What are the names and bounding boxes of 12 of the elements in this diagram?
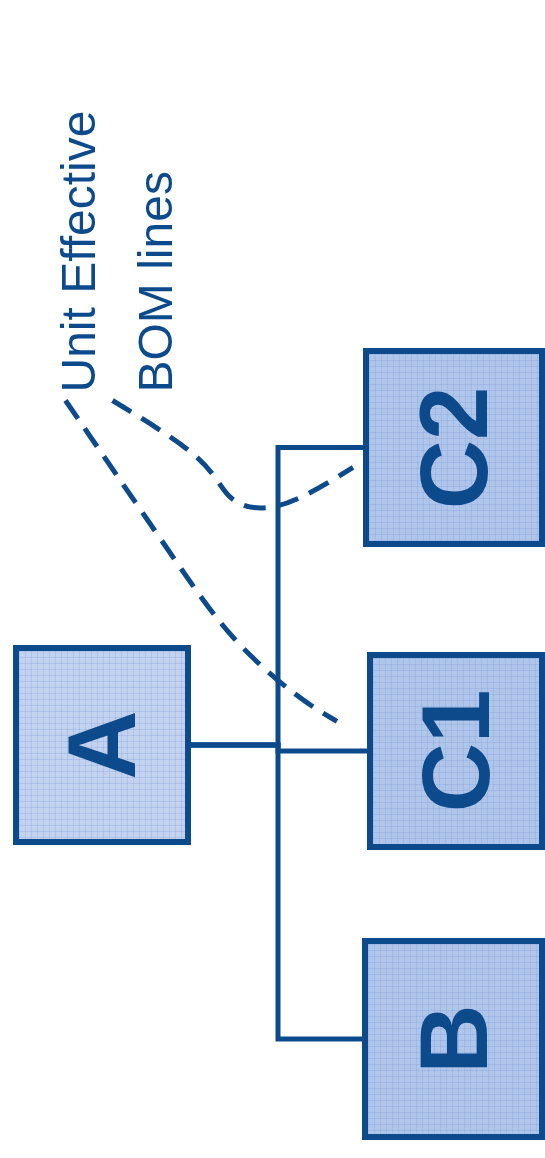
component-box: [367, 652, 545, 850]
dashed-leader-line: [111, 398, 355, 511]
component-box: [13, 645, 191, 845]
box-label: C1: [408, 689, 504, 813]
box-label: B: [405, 1004, 502, 1074]
box-label: A: [54, 710, 150, 780]
connector-line: [191, 742, 362, 1042]
box-label: C2: [406, 386, 502, 509]
annotation-text: Unit Effective BOM lines: [40, 12, 176, 393]
component-box: [362, 938, 545, 1140]
dashed-leader-line: [63, 399, 339, 724]
component-box: [363, 348, 545, 547]
